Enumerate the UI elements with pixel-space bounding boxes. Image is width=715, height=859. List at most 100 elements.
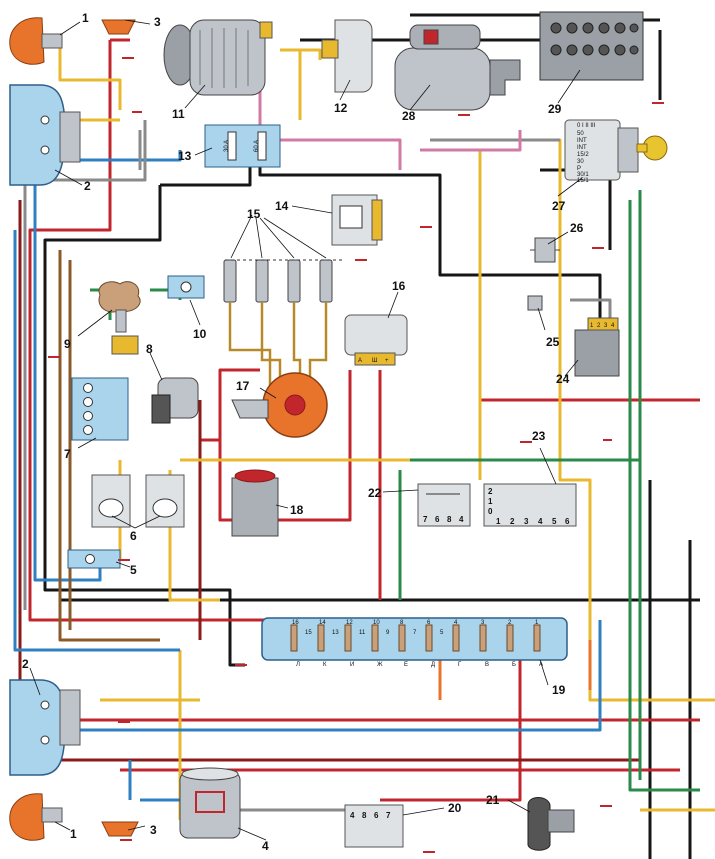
distributor (231, 372, 328, 438)
starter-motor (394, 24, 521, 111)
ignition-coil (231, 469, 279, 537)
callout-7: 7 (64, 447, 71, 461)
ignition-switch: 0 I II III 50 INT INT 15/2 30 P 30/1 15/… (564, 119, 668, 184)
wire-blue-2 (13, 230, 602, 732)
callout-25: 25 (546, 335, 560, 349)
fuse-letter-a: А (539, 662, 543, 668)
ignition-switch-top-label: 0 I II III (577, 123, 596, 129)
relay-12 (321, 19, 373, 93)
fuse-no-10: 10 (373, 620, 380, 626)
callout-17: 17 (236, 379, 250, 393)
voltage-regulator: A Ш + (344, 314, 408, 366)
relay-23: 2 1 0 1 2 3 4 5 6 (483, 483, 577, 527)
callout-18: 18 (290, 503, 304, 517)
relay-23-pin-4: 4 (538, 517, 543, 526)
fuse-no-8: 8 (400, 620, 404, 626)
fuse-no-4: 4 (454, 620, 458, 626)
motor-8 (151, 377, 199, 424)
callout-3-bottom: 3 (150, 823, 157, 837)
wire-green-1 (628, 190, 700, 792)
relay-23-pin-1: 1 (496, 517, 501, 526)
lamp-block-7 (71, 377, 129, 441)
lamps-6 (91, 474, 185, 528)
fuse-60a-label: 60 A (254, 140, 260, 152)
relay-14 (331, 194, 383, 246)
callout-24: 24 (556, 372, 570, 386)
wiper-motor (179, 767, 241, 839)
fuse-letter-l: Л (296, 662, 300, 668)
relay-20-pin-4: 4 (350, 811, 355, 820)
relay-5 (67, 549, 121, 569)
relay-23-mark-0: 0 (488, 507, 493, 516)
relay-20-pin-8: 8 (362, 811, 367, 820)
callout-leaders (29, 19, 583, 841)
relay-20: 4 8 6 7 (344, 804, 404, 848)
callout-23: 23 (532, 429, 546, 443)
wire-black-left (43, 165, 252, 640)
sensor-25 (527, 295, 543, 311)
fuse-no-9: 9 (386, 630, 390, 636)
wire-red-4 (60, 718, 700, 772)
fuse-letter-d: Д (431, 662, 435, 668)
callout-8: 8 (146, 342, 153, 356)
ignition-switch-pin-p: P (577, 166, 581, 172)
fuse-no-16: 16 (292, 620, 299, 626)
ignition-switch-pin-30-1: 30/1 (577, 172, 589, 178)
wire-grey-1 (23, 120, 147, 610)
callout-12: 12 (334, 101, 348, 115)
callout-5: 5 (130, 563, 137, 577)
ground-symbols (48, 57, 664, 853)
fuse-letter-k: К (323, 662, 327, 668)
fuse-no-12: 12 (346, 620, 353, 626)
callout-28: 28 (402, 109, 416, 123)
fuse-letter-i: И (350, 662, 354, 668)
unit-24-pin-4: 4 (611, 323, 615, 329)
wire-blue-1 (33, 150, 182, 582)
wire-yellow-3 (180, 138, 715, 702)
relay-22-pin-4: 4 (459, 515, 464, 524)
callout-2-top: 2 (84, 179, 91, 193)
fuse-letter-zh: Ж (377, 662, 383, 668)
fuse-30a-label: 30 A (224, 140, 230, 152)
relay-23-pin-3: 3 (524, 517, 529, 526)
battery (539, 11, 644, 81)
ignition-switch-pin-int2: INT (577, 145, 587, 151)
fuse-letter-v: В (485, 662, 489, 668)
callout-27: 27 (552, 199, 566, 213)
callout-22: 22 (368, 486, 382, 500)
callout-1-bottom: 1 (70, 827, 77, 841)
relay-23-pin-6: 6 (565, 517, 570, 526)
callout-9: 9 (64, 337, 71, 351)
callout-19: 19 (552, 683, 566, 697)
side-lamp-top (9, 17, 63, 65)
ignition-switch-pin-int1: INT (577, 138, 587, 144)
control-unit-24: 1 2 3 4 (574, 317, 620, 377)
relay-20-pin-7: 7 (386, 811, 391, 820)
wire-red-2 (200, 368, 352, 522)
headlamp-top (9, 84, 81, 186)
callout-21: 21 (486, 793, 500, 807)
fuse-no-13: 13 (332, 630, 339, 636)
ignition-switch-pin-50: 50 (577, 131, 584, 137)
callout-10: 10 (193, 327, 207, 341)
callout-11: 11 (172, 107, 185, 121)
side-lamp-bottom (9, 793, 63, 841)
wire-red-3 (378, 370, 700, 802)
callout-13: 13 (178, 149, 192, 163)
fuse-no-15: 15 (305, 630, 312, 636)
horn (527, 797, 575, 851)
callout-1-top: 1 (82, 11, 89, 25)
callout-15: 15 (247, 207, 261, 221)
wire-yellow-5 (100, 698, 715, 812)
sensor-26 (530, 237, 560, 263)
fuse-letter-g: Г (458, 662, 462, 668)
callout-20: 20 (448, 801, 462, 815)
callout-14: 14 (275, 199, 289, 213)
alternator (163, 19, 273, 96)
unit-24-pin-1: 1 (590, 323, 594, 329)
ignition-switch-pin-30: 30 (577, 159, 584, 165)
callout-26: 26 (570, 221, 584, 235)
turn-repeater-top (101, 19, 136, 35)
